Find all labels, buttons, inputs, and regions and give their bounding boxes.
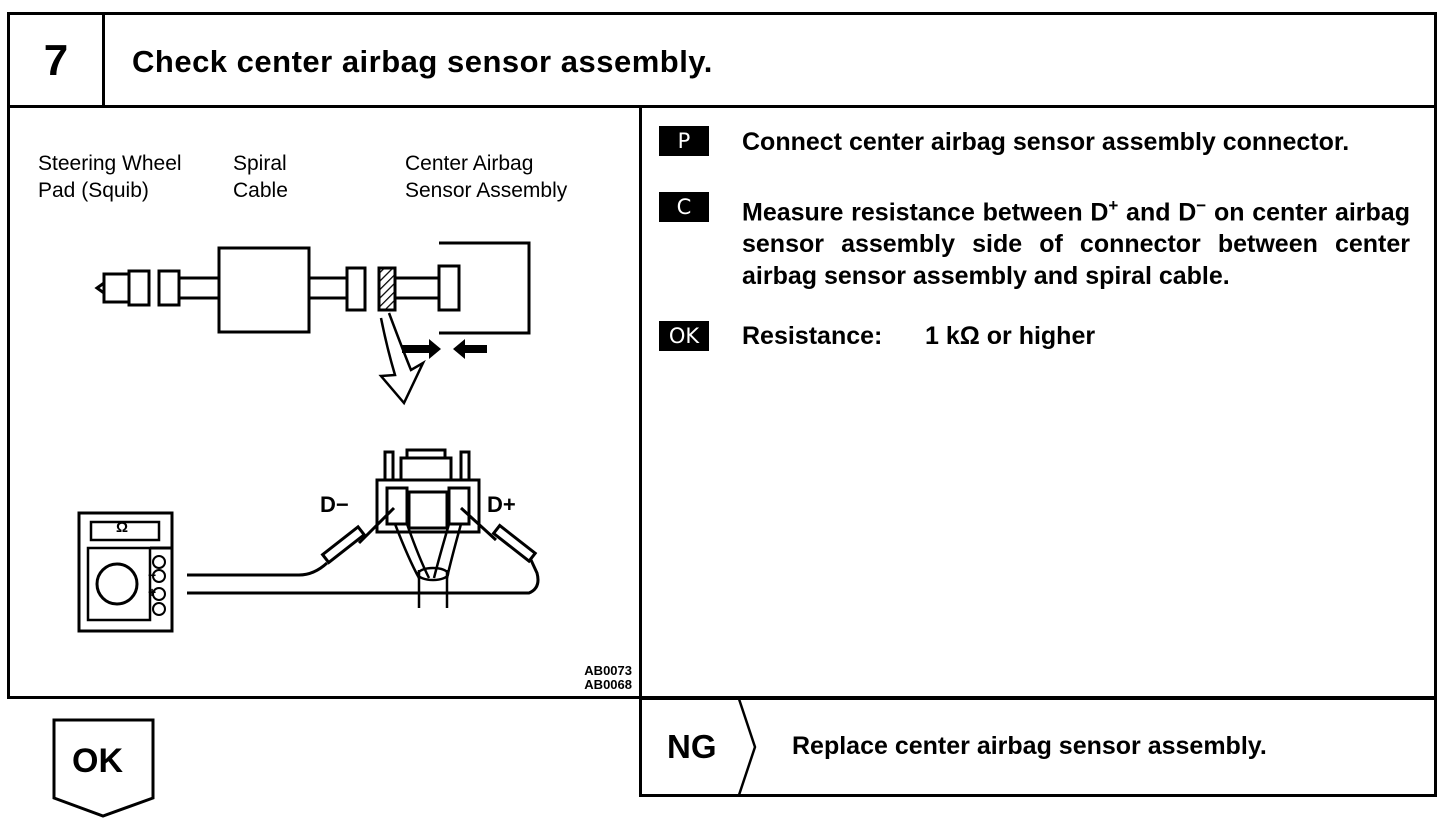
measure-text-3: on center airbag sensor assembly side of… (742, 198, 1410, 291)
measure-text-1: Measure resistance between D (742, 198, 1109, 227)
badge-p: P (659, 126, 709, 156)
ng-box (639, 697, 1437, 797)
ng-action: Replace center airbag sensor assembly. (792, 732, 1267, 760)
label-center-sensor: Center Airbag Sensor Assembly (405, 152, 568, 202)
resistance-label: Resistance: (742, 322, 883, 350)
step-number-divider (102, 12, 105, 108)
figure-code: AB0068 (584, 677, 632, 692)
ohm-symbol: Ω (116, 519, 129, 536)
figure-code: AB0073 (584, 663, 632, 678)
ng-label: NG (667, 728, 717, 765)
measure-text-2: and D (1118, 198, 1197, 227)
sup-plus: + (1108, 196, 1119, 215)
label-spiral-cable: Spiral Cable (233, 152, 288, 202)
airbag-wiring-diagram (77, 241, 540, 633)
sup-minus: − (1196, 196, 1207, 215)
resistance-value: 1 kΩ or higher (925, 322, 1096, 350)
ok-label: OK (72, 742, 123, 780)
badge-c: C (659, 192, 709, 222)
label-d-plus: D+ (487, 492, 516, 517)
figure-codes: AB0073 AB0068 (560, 664, 632, 692)
step-title: Check center airbag sensor assembly. (132, 44, 713, 79)
ok-arrow (52, 718, 155, 818)
step-number: 7 (43, 36, 69, 85)
meter-minus-sign: − (148, 567, 157, 583)
instruction-measure: Measure resistance between D+ and D− on … (742, 190, 1410, 292)
instruction-connect: Connect center airbag sensor assembly co… (742, 128, 1350, 156)
label-steering-wheel-pad: Steering Wheel Pad (Squib) (38, 152, 182, 202)
label-d-minus: D− (320, 492, 349, 517)
badge-ok: OK (659, 321, 709, 351)
meter-plus-sign: + (148, 584, 157, 600)
